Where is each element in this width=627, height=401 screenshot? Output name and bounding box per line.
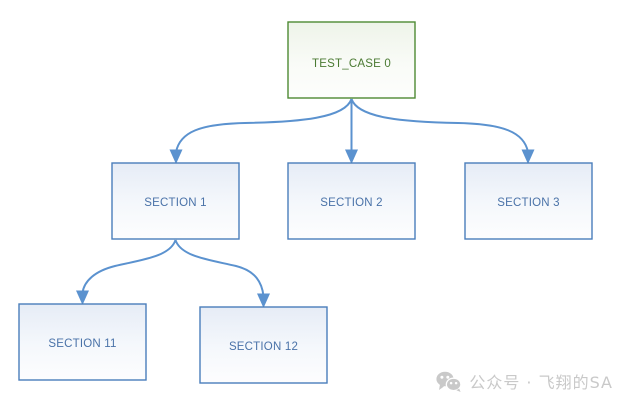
node-section-12[interactable]: SECTION 12 [199, 306, 328, 384]
node-box[interactable] [287, 162, 416, 240]
node-label: SECTION 2 [320, 197, 383, 209]
edge-root-to-section-3 [350, 98, 535, 164]
node-label: SECTION 12 [229, 341, 298, 353]
edge-section-1-to-section-12 [174, 239, 270, 308]
node-box[interactable] [111, 162, 240, 240]
node-box[interactable] [464, 162, 593, 240]
node-label: SECTION 11 [48, 338, 116, 350]
node-box[interactable] [199, 306, 328, 384]
node-label: SECTION 1 [144, 197, 207, 209]
edge-path [175, 98, 353, 153]
node-section-1[interactable]: SECTION 1 [111, 162, 240, 240]
arrowhead-icon [76, 290, 89, 305]
edge-path [81, 239, 177, 294]
arrowhead-icon [169, 149, 183, 164]
watermark: 公众号 · 飞翔的SA [436, 369, 613, 393]
arrowhead-icon [345, 149, 358, 164]
node-test-case-0[interactable]: TEST_CASE 0 [287, 21, 416, 99]
edge-layer [76, 98, 535, 308]
watermark-text: 公众号 · 飞翔的SA [469, 373, 613, 392]
wechat-icon [436, 371, 462, 392]
node-section-11[interactable]: SECTION 11 [18, 303, 147, 381]
edge-root-to-section-2 [345, 99, 358, 164]
node-label: SECTION 3 [497, 197, 560, 209]
node-section-3[interactable]: SECTION 3 [464, 162, 593, 240]
arrowhead-icon [521, 149, 535, 164]
node-layer: TEST_CASE 0 SECTION 1 SECTION 2 SECTION … [18, 21, 593, 384]
node-box[interactable] [287, 21, 416, 99]
node-label: TEST_CASE 0 [312, 58, 391, 70]
edge-root-to-section-1 [169, 98, 353, 164]
edge-path [174, 239, 265, 297]
node-section-2[interactable]: SECTION 2 [287, 162, 416, 240]
edge-path [350, 98, 529, 153]
arrowhead-icon [257, 293, 270, 308]
node-box[interactable] [18, 303, 147, 381]
edge-section-1-to-section-11 [76, 239, 177, 305]
